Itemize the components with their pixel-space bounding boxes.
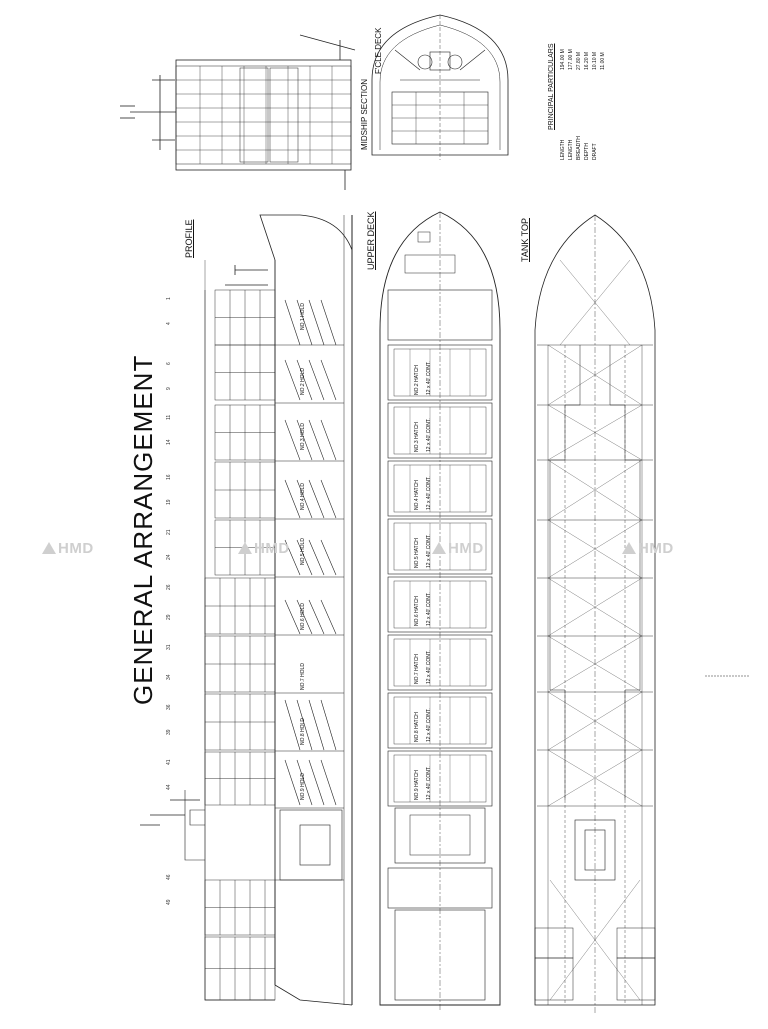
watermark-triangle-icon (238, 542, 252, 554)
hold-label: NO.2 HOLD (300, 368, 306, 395)
hold-label: NO.3 HOLD (300, 423, 306, 450)
particular-label: LENGTH (560, 139, 566, 160)
frame-number: 16 (166, 474, 172, 480)
particular-label: BREADTH (576, 136, 582, 160)
hatch-label: NO.6 HATCH (414, 596, 420, 626)
midship-section-view (120, 34, 356, 190)
frame-number: 44 (166, 784, 172, 790)
hold-label: NO.4 HOLD (300, 483, 306, 510)
hatch-label: NO.9 HATCH (414, 770, 420, 800)
hold-label: NO.5 HOLD (300, 538, 306, 565)
hatch-sublabel: 12 x 40' CONT. (426, 418, 432, 452)
particular-label: DEPTH (584, 143, 590, 160)
hatch-sublabel: 12 x 40' CONT. (426, 476, 432, 510)
particular-value: 11.00 M (600, 52, 606, 70)
forecastle-deck-view (371, 14, 509, 160)
hatch-label: NO.4 HATCH (414, 480, 420, 510)
watermark-triangle-icon (42, 542, 56, 554)
frame-number: 1 (166, 297, 172, 300)
hold-label: NO.9 HOLD (300, 773, 306, 800)
label-fore-deck: F'CLE DECK (374, 27, 383, 74)
frame-number: 21 (166, 529, 172, 535)
hatch-sublabel: 12 x 40' CONT. (426, 361, 432, 395)
hatch-sublabel: 12 x 40' CONT. (426, 592, 432, 626)
drawing-title: GENERAL ARRANGEMENT (128, 354, 158, 705)
watermark-text: HMD (638, 540, 674, 557)
hold-label: NO.7 HOLD (300, 663, 306, 690)
frame-number: 24 (166, 554, 172, 560)
hold-label: NO.8 HOLD (300, 718, 306, 745)
watermark-text: HMD (448, 540, 484, 557)
watermark-triangle-icon (622, 542, 636, 554)
frame-number: 9 (166, 387, 172, 390)
frame-number: 29 (166, 614, 172, 620)
hold-label: NO.6 HOLD (300, 603, 306, 630)
label-upper-deck: UPPER DECK (366, 211, 376, 270)
particulars-heading: PRINCIPAL PARTICULARS (548, 43, 555, 131)
watermark-text: HMD (254, 540, 290, 557)
watermark-logo: HMD (238, 540, 290, 557)
frame-number: 49 (166, 899, 172, 905)
hatch-label: NO.3 HATCH (414, 422, 420, 452)
particular-value: 177.00 M (568, 49, 574, 70)
hatch-sublabel: 12 x 40' CONT. (426, 650, 432, 684)
label-profile: PROFILE (184, 219, 194, 258)
frame-number: 39 (166, 729, 172, 735)
particular-value: 194.00 M (560, 49, 566, 70)
hatch-label: NO.8 HATCH (414, 712, 420, 742)
frame-number: 31 (166, 644, 172, 650)
particular-value: 27.80 M (576, 51, 582, 70)
frame-number: 34 (166, 674, 172, 680)
frame-number: 6 (166, 362, 172, 365)
frame-number: 14 (166, 439, 172, 445)
watermark-logo: HMD (42, 540, 94, 557)
particular-label: LENGTH (568, 139, 574, 160)
hatch-sublabel: 12 x 40' CONT. (426, 708, 432, 742)
particular-label: DRAFT (592, 143, 598, 160)
tank-top-view (534, 214, 656, 1015)
upper-deck-view (379, 211, 501, 1010)
particular-value: 10.10 M (592, 51, 598, 70)
frame-number: 41 (166, 759, 172, 765)
profile-view (140, 214, 353, 1006)
watermark-text: HMD (58, 540, 94, 557)
particular-value: 16.20 M (584, 51, 590, 70)
hatch-label: NO.2 HATCH (414, 365, 420, 395)
frame-number: 36 (166, 704, 172, 710)
frame-number: 46 (166, 874, 172, 880)
watermark-triangle-icon (432, 542, 446, 554)
hatch-label: NO.5 HATCH (414, 538, 420, 568)
hold-label: NO.1 HOLD (300, 303, 306, 330)
hatch-sublabel: 12 x 40' CONT. (426, 766, 432, 800)
watermark-logo: HMD (432, 540, 484, 557)
frame-number: 19 (166, 499, 172, 505)
label-midship-section: MIDSHIP SECTION (360, 79, 369, 150)
frame-number: 26 (166, 584, 172, 590)
label-tank-top: TANK TOP (520, 217, 530, 262)
watermark-logo: HMD (622, 540, 674, 557)
frame-number: 11 (166, 415, 172, 420)
hatch-label: NO.7 HATCH (414, 654, 420, 684)
frame-number: 4 (166, 322, 172, 325)
